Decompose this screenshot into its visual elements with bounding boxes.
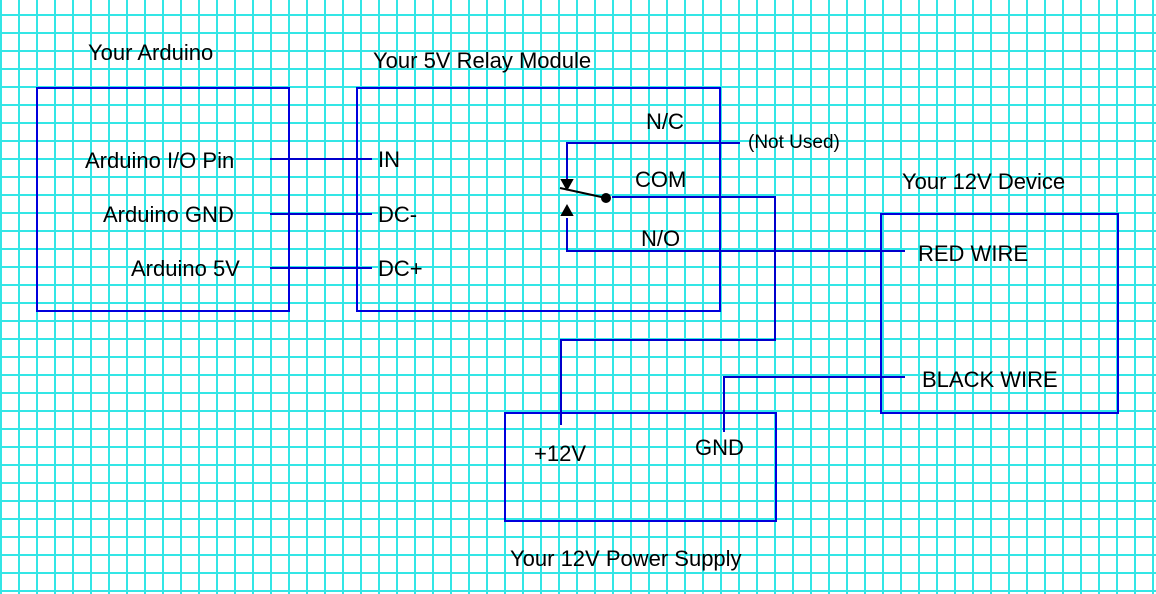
device-title: Your 12V Device bbox=[902, 169, 1066, 194]
arduino-title: Your Arduino bbox=[88, 40, 214, 65]
nc-not-used-note: (Not Used) bbox=[748, 132, 840, 153]
arduino-5v-label: Arduino 5V bbox=[131, 256, 240, 281]
wire-no-to-red bbox=[566, 218, 905, 252]
device-red-wire-label: RED WIRE bbox=[918, 241, 1028, 266]
psu-box bbox=[504, 412, 777, 522]
arduino-box bbox=[36, 87, 290, 312]
relay-switch bbox=[559, 179, 611, 216]
psu-title: Your 12V Power Supply bbox=[510, 546, 742, 571]
relay-com-label: COM bbox=[635, 167, 687, 192]
relay-no-label: N/O bbox=[641, 226, 681, 251]
device-box bbox=[880, 213, 1119, 414]
psu-gnd-label: GND bbox=[695, 435, 744, 460]
relay-box bbox=[356, 87, 721, 312]
wire-nc bbox=[566, 142, 740, 182]
arduino-gnd-label: Arduino GND bbox=[103, 202, 234, 227]
relay-title: Your 5V Relay Module bbox=[373, 48, 592, 73]
relay-nc-label: N/C bbox=[646, 109, 684, 134]
device-black-wire-label: BLACK WIRE bbox=[922, 367, 1058, 392]
relay-in-label: IN bbox=[378, 147, 400, 172]
wire-black-to-gnd bbox=[723, 376, 905, 432]
psu-plus12v-label: +12V bbox=[534, 441, 586, 466]
relay-dcminus-label: DC- bbox=[378, 202, 418, 227]
arduino-io-pin-label: Arduino I/O Pin bbox=[85, 148, 235, 173]
wire-com-to-psu bbox=[560, 196, 776, 425]
relay-dcplus-label: DC+ bbox=[378, 256, 423, 281]
